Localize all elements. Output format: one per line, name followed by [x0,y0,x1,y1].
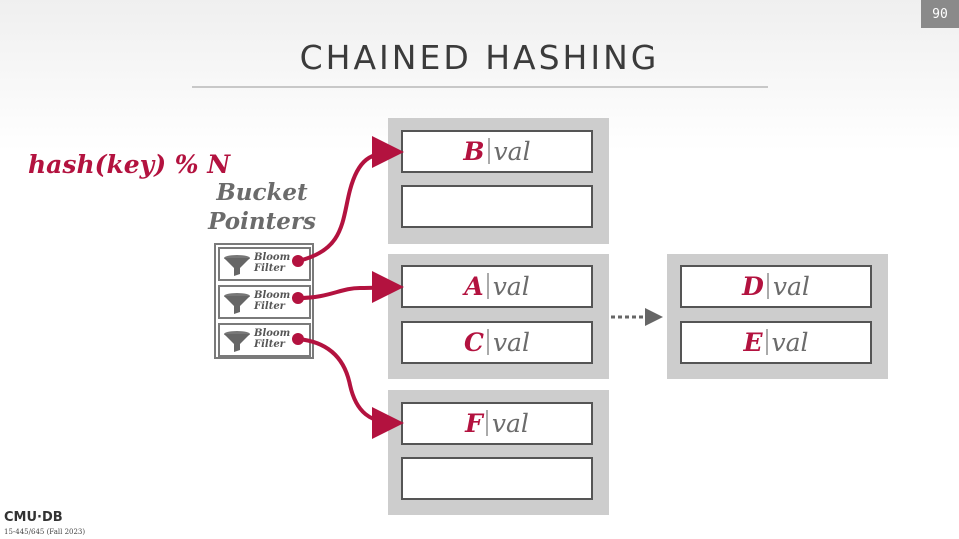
bucket-1-slot-2-empty [401,185,593,228]
bucket-pointers-label: Bucket Pointers [207,178,317,236]
bloom-filter-label: Bloom Filter [254,290,291,312]
hash-function-label: hash(key) % N [28,150,231,179]
bucket-pointer-1: Bloom Filter [218,247,311,281]
arrow-to-bucket-1 [292,136,404,267]
funnel-icon [224,255,250,276]
title-divider [192,86,768,88]
bucket-pointer-array: Bloom Filter Bloom Filter Bloom Filter [214,243,314,359]
arrow-to-bucket-3 [292,333,404,439]
bucket-3-slot-2-empty [401,457,593,500]
funnel-icon [224,331,250,352]
bloom-filter-label: Bloom Filter [254,252,291,274]
course-label: 15-445/645 (Fall 2023) [4,528,86,536]
slide-title: CHAINED HASHING [299,38,660,77]
bloom-filter-label: Bloom Filter [254,328,291,350]
bucket-pointers-label-line2: Pointers [208,208,316,235]
cmu-db-logo: CMU·DB [4,510,63,525]
bucket-pointers-label-line1: Bucket [216,179,308,206]
slide-number: 90 [921,0,959,28]
funnel-icon [224,293,250,314]
arrow-to-bucket-2 [292,271,404,304]
